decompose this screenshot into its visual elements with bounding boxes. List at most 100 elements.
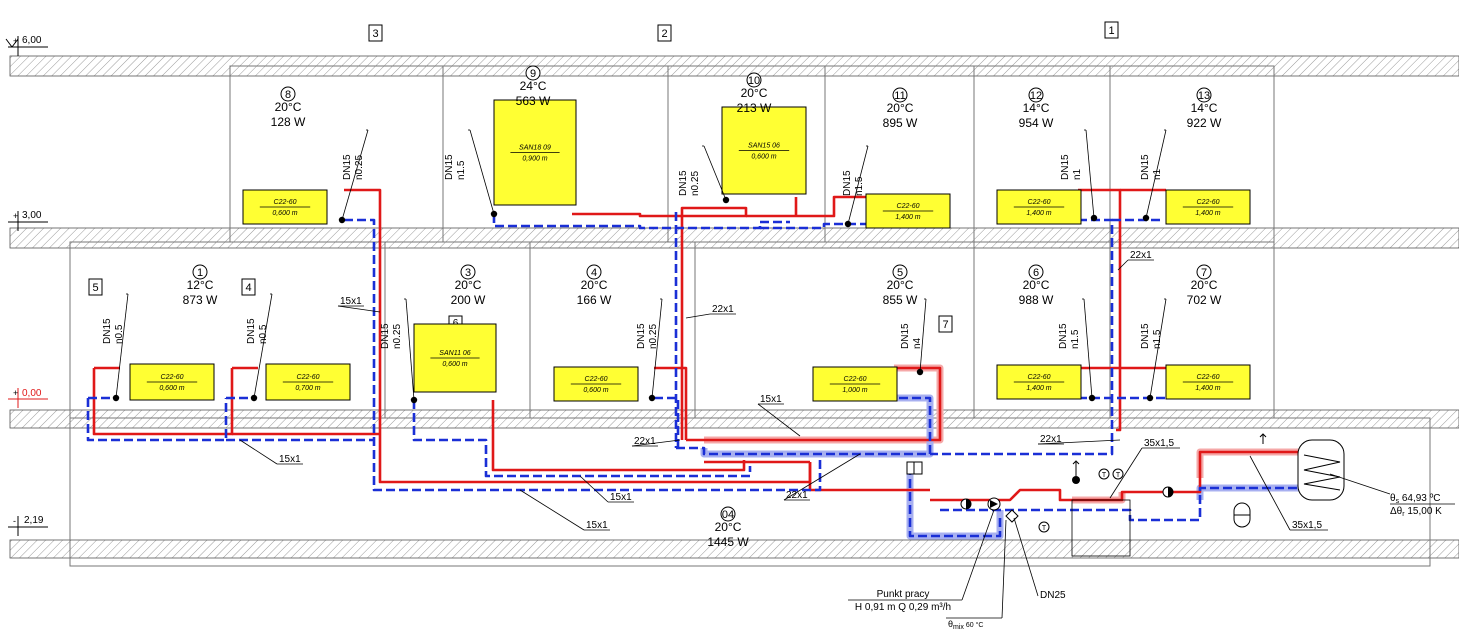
level-marker-basement: - 2,19 [8, 515, 48, 536]
room-temperature: 12°C [187, 278, 214, 292]
room-number: 1 [197, 267, 203, 279]
room-number-circle [280, 86, 296, 102]
circuit-tag: 7 [942, 319, 948, 331]
radiator-length: 1,400 m [1026, 385, 1051, 392]
radiator: C22-600,600 m [242, 189, 328, 225]
svg-text:Δθr 15,00 K: Δθr 15,00 K [1390, 506, 1442, 518]
radiator-length: 1,400 m [1026, 210, 1051, 217]
room-number: 10 [748, 75, 760, 87]
pipe-size: 15x1 [340, 296, 362, 307]
radiator-length: 1,000 m [842, 387, 867, 394]
room-number-circle [1028, 264, 1044, 280]
radiator: SAN18 090,900 m [493, 99, 577, 206]
room-number: 4 [591, 267, 597, 279]
radiator-type: C22-60 [297, 374, 320, 381]
supply-pipes [92, 188, 1300, 502]
pipe-label: 22x1 [1117, 250, 1154, 271]
room-temperature: 20°C [581, 278, 608, 292]
pipe-size: 22x1 [1130, 250, 1152, 261]
radiator: C22-601,400 m [996, 189, 1082, 225]
valve-icon [112, 394, 120, 402]
valve-dn: DN15 [444, 154, 455, 180]
pipe-label: 15x1 [757, 394, 801, 437]
valve-icon [1142, 214, 1150, 222]
room-number-circle [525, 65, 541, 81]
valve-setting: n0.25 [648, 324, 659, 349]
level-value: 0,00 [22, 388, 42, 399]
room-heat-load: 702 W [1187, 293, 1222, 307]
radiator-type: C22-60 [844, 376, 867, 383]
room-number-circle [1196, 264, 1212, 280]
valve-dn: DN15 [1140, 323, 1151, 349]
mixing-valve-icon [1005, 509, 1019, 523]
room-number: 11 [894, 90, 905, 102]
valve-dn: DN15 [246, 318, 257, 344]
level-value: 3,00 [22, 210, 42, 221]
radiator: C22-601,400 m [1165, 364, 1251, 400]
room-number-circle [892, 87, 908, 103]
slab-first-floor [9, 227, 1459, 249]
pipe-label: 15x1 [519, 489, 610, 531]
radiator-type: C22-60 [161, 374, 184, 381]
room-temperature: 14°C [1191, 101, 1218, 115]
pipe-label: 22x1 [631, 436, 681, 447]
pump-duty: H 0,91 m Q 0,29 m³/h [855, 602, 951, 613]
radiator: C22-60 1,400 m [1165, 189, 1251, 225]
pipe-label: 35x1,5 [1249, 455, 1328, 531]
level-markers: + 6,00 + 3,00 + 0,00 - 2,19 [5, 35, 48, 536]
valve-setting: n1.5 [1152, 329, 1163, 349]
valve-icon [1146, 394, 1154, 402]
pipe-label: 15x1 [239, 439, 303, 465]
room-heat-load: 988 W [1019, 293, 1054, 307]
valve-dn: DN15 [1140, 154, 1151, 180]
pipe-size: 15x1 [610, 492, 632, 503]
valve-icon [490, 210, 498, 218]
pipe-size: 15x1 [279, 454, 301, 465]
radiator-type: C22-60 [1197, 199, 1220, 206]
radiator-length: 0,600 m [583, 387, 608, 394]
room-heat-load: 873 W [183, 293, 218, 307]
radiator-length: 1,400 m [1195, 210, 1220, 217]
valve-setting: n4 [912, 337, 923, 349]
valve-setting: n1.5 [1070, 329, 1081, 349]
valve-icon [1088, 394, 1096, 402]
radiator-length: 1,400 m [1195, 385, 1220, 392]
radiator-length: 1,400 m [895, 214, 920, 221]
room-number-circle [460, 264, 476, 280]
pipe-size: 22x1 [634, 436, 656, 447]
room-heat-load: 166 W [577, 293, 612, 307]
room-temperature: 20°C [715, 520, 742, 534]
room-temperature: 24°C [520, 79, 547, 93]
room-number: 9 [530, 68, 536, 80]
circuit-tag: 1 [1108, 25, 1114, 37]
room-number-circle [1196, 87, 1212, 103]
pipe-size: 22x1 [712, 304, 734, 315]
room-temperature: 20°C [887, 101, 914, 115]
room-number-circle [746, 72, 762, 88]
pipe-size: 22x1 [786, 490, 808, 501]
radiator-length: 0,600 m [442, 361, 467, 368]
valve-setting: n0.5 [114, 324, 125, 344]
hot-water-tank [1297, 439, 1345, 501]
radiator-type: SAN15 06 [748, 143, 780, 150]
radiator-type: C22-60 [585, 376, 608, 383]
room-number: 12 [1030, 90, 1042, 102]
room-number-circle [586, 264, 602, 280]
mix-temp: 60 °C [966, 621, 984, 629]
radiator-type: SAN11 06 [439, 350, 470, 357]
room-number-circle [892, 264, 908, 280]
pipe-label: 15x1 [337, 296, 381, 313]
valve-icon [844, 220, 852, 228]
valve-icon [1090, 214, 1098, 222]
